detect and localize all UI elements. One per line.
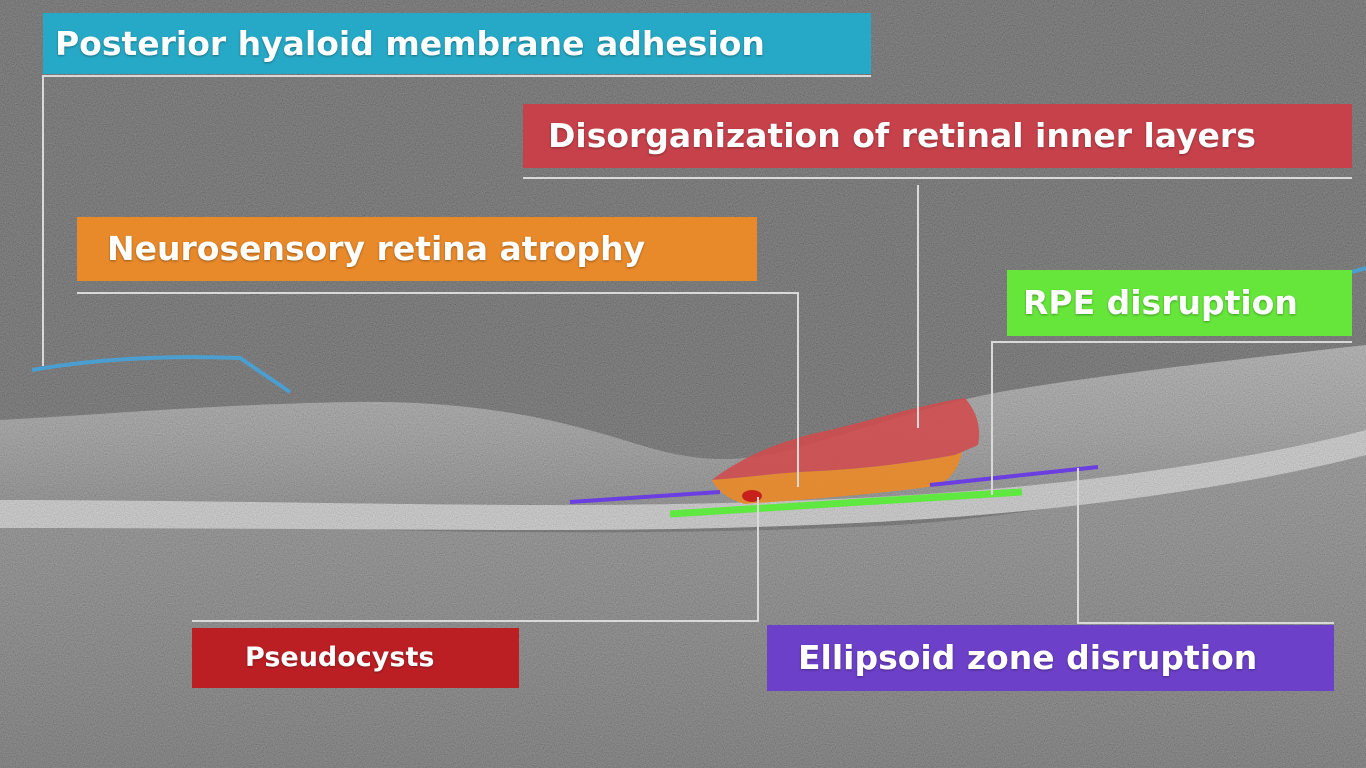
leader-rpe — [991, 341, 1352, 495]
label-rpe-disruption: RPE disruption — [1007, 270, 1352, 336]
rpe-overlay — [669, 488, 1023, 518]
leader-hyaloid — [42, 75, 871, 366]
atrophy-overlay — [712, 452, 962, 504]
ellipsoid-overlay — [569, 490, 721, 504]
label-ellipsoid-zone: Ellipsoid zone disruption — [767, 625, 1334, 691]
leader-lines — [42, 75, 1352, 624]
label-dril: Disorganization of retinal inner layers — [523, 104, 1352, 168]
label-posterior-hyaloid: Posterior hyaloid membrane adhesion — [43, 13, 871, 74]
ellipsoid-overlay-right — [929, 465, 1099, 487]
leader-diril — [523, 177, 1352, 428]
hyaloid-overlay-right — [1351, 266, 1366, 274]
label-pseudocysts: Pseudocysts — [192, 628, 519, 688]
leader-pseudocysts — [192, 497, 759, 622]
leader-ellipsoid — [1077, 468, 1334, 624]
leader-atrophy — [77, 292, 799, 487]
diril-overlay — [712, 398, 980, 480]
hyaloid-overlay — [31, 355, 292, 394]
label-neurosensory-atrophy: Neurosensory retina atrophy — [77, 217, 757, 281]
